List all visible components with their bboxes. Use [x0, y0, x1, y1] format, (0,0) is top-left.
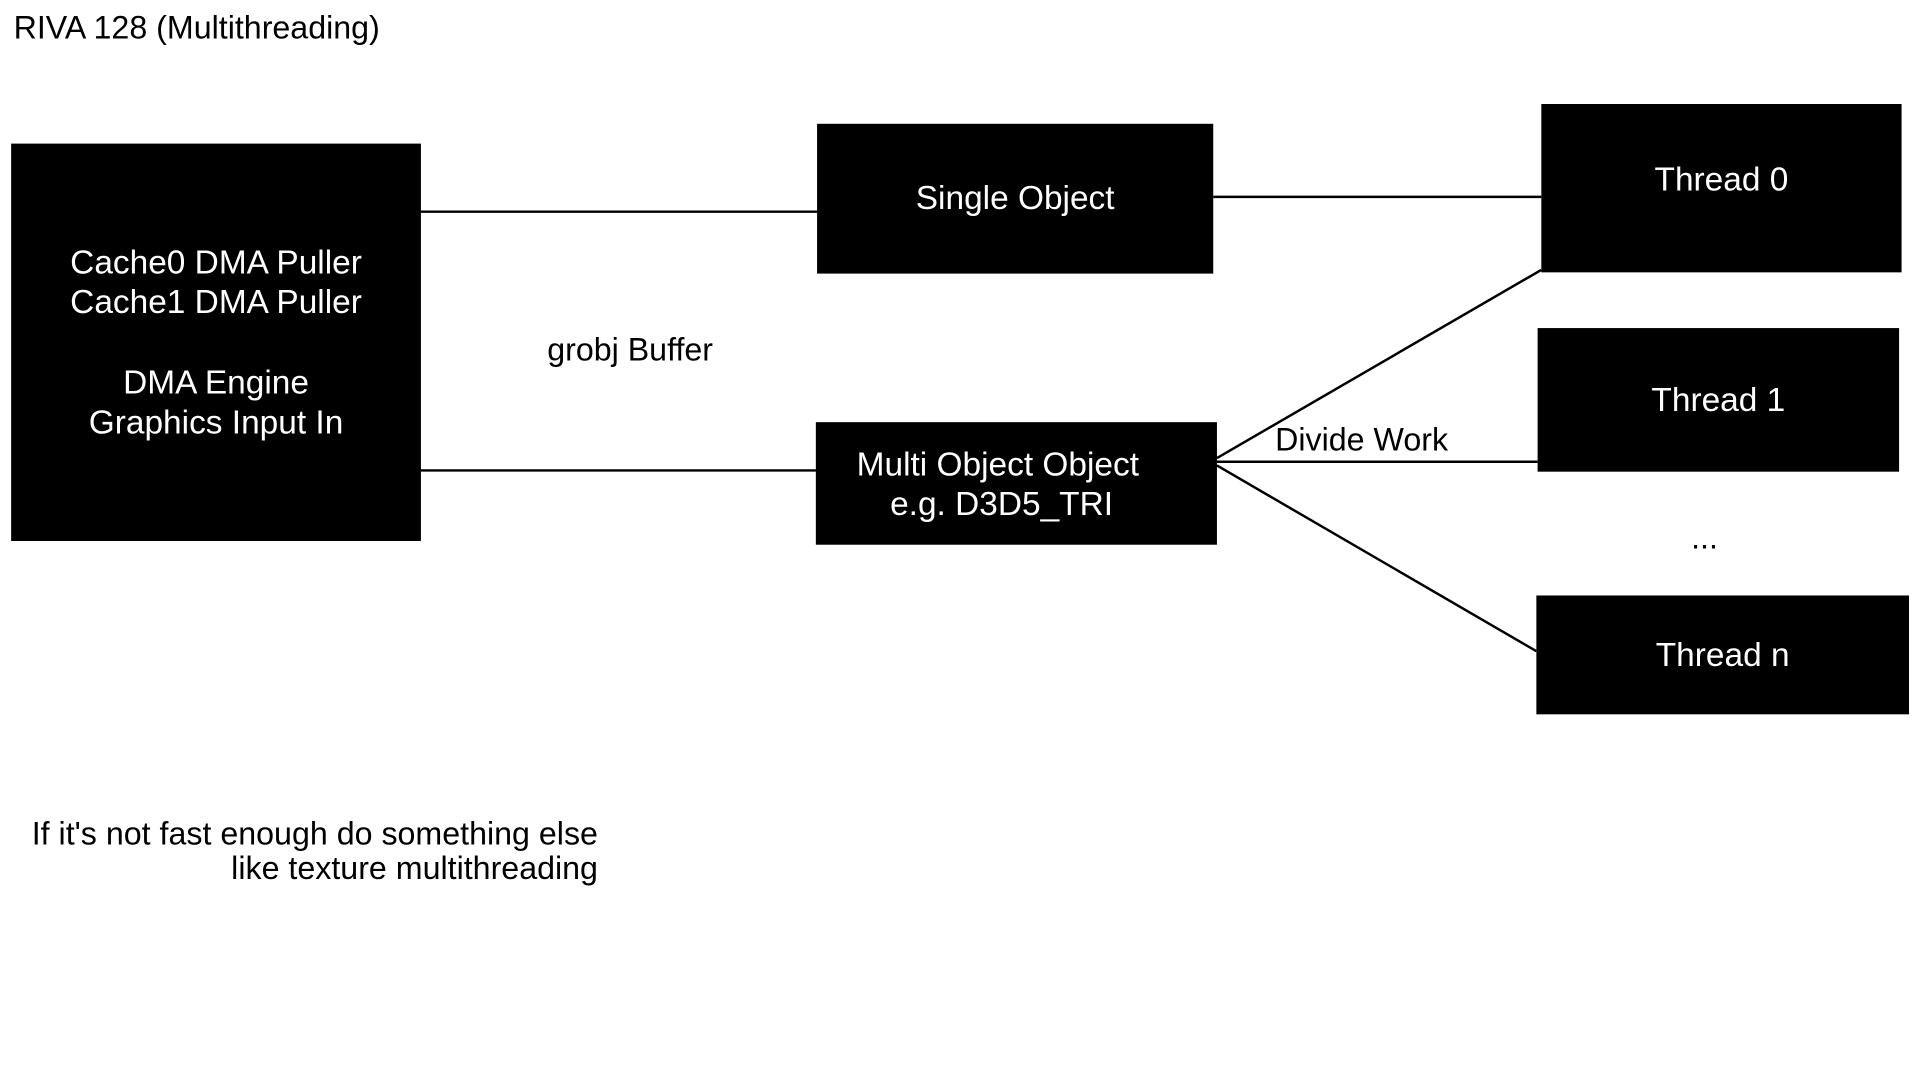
connector-multi-to-thread0 — [1216, 268, 1542, 460]
multi-object-line-2: e.g. D3D5_TRI — [890, 484, 1114, 522]
footnote-line-1: If it's not fast enough do something els… — [31, 814, 598, 852]
thread-1-box: Thread 1 — [1537, 328, 1900, 472]
multi-object-box: Multi Object Object e.g. D3D5_TRI — [815, 422, 1217, 545]
thread-ellipsis: ... — [1691, 518, 1718, 556]
footnote: If it's not fast enough do something els… — [32, 816, 598, 885]
dma-box-line-2: Cache1 DMA Puller — [70, 283, 362, 321]
thread-1-label: Thread 1 — [1651, 381, 1786, 419]
dma-box-line-3: DMA Engine — [123, 363, 309, 402]
dma-box-line-1: Cache0 DMA Puller — [70, 243, 362, 282]
divide-work-label: Divide Work — [1275, 420, 1449, 459]
thread-n-box: Thread n — [1536, 595, 1909, 715]
thread-0-box: Thread 0 — [1541, 103, 1902, 273]
diagram-title: RIVA 128 (Multithreading) — [13, 8, 380, 46]
grobj-buffer-label: grobj Buffer — [547, 330, 714, 368]
thread-n-label: Thread n — [1655, 636, 1790, 674]
dma-engine-box: Cache0 DMA Puller Cache1 DMA Puller DMA … — [11, 143, 421, 542]
connector-multi-to-threadn — [1216, 464, 1537, 653]
footnote-line-2: like texture multithreading — [231, 849, 598, 887]
dma-box-line-4: Graphics Input In — [88, 403, 344, 441]
thread-0-label: Thread 0 — [1654, 160, 1789, 199]
multi-object-line-1: Multi Object Object — [856, 445, 1139, 483]
single-object-label: Single Object — [915, 178, 1115, 217]
single-object-box: Single Object — [817, 123, 1214, 274]
